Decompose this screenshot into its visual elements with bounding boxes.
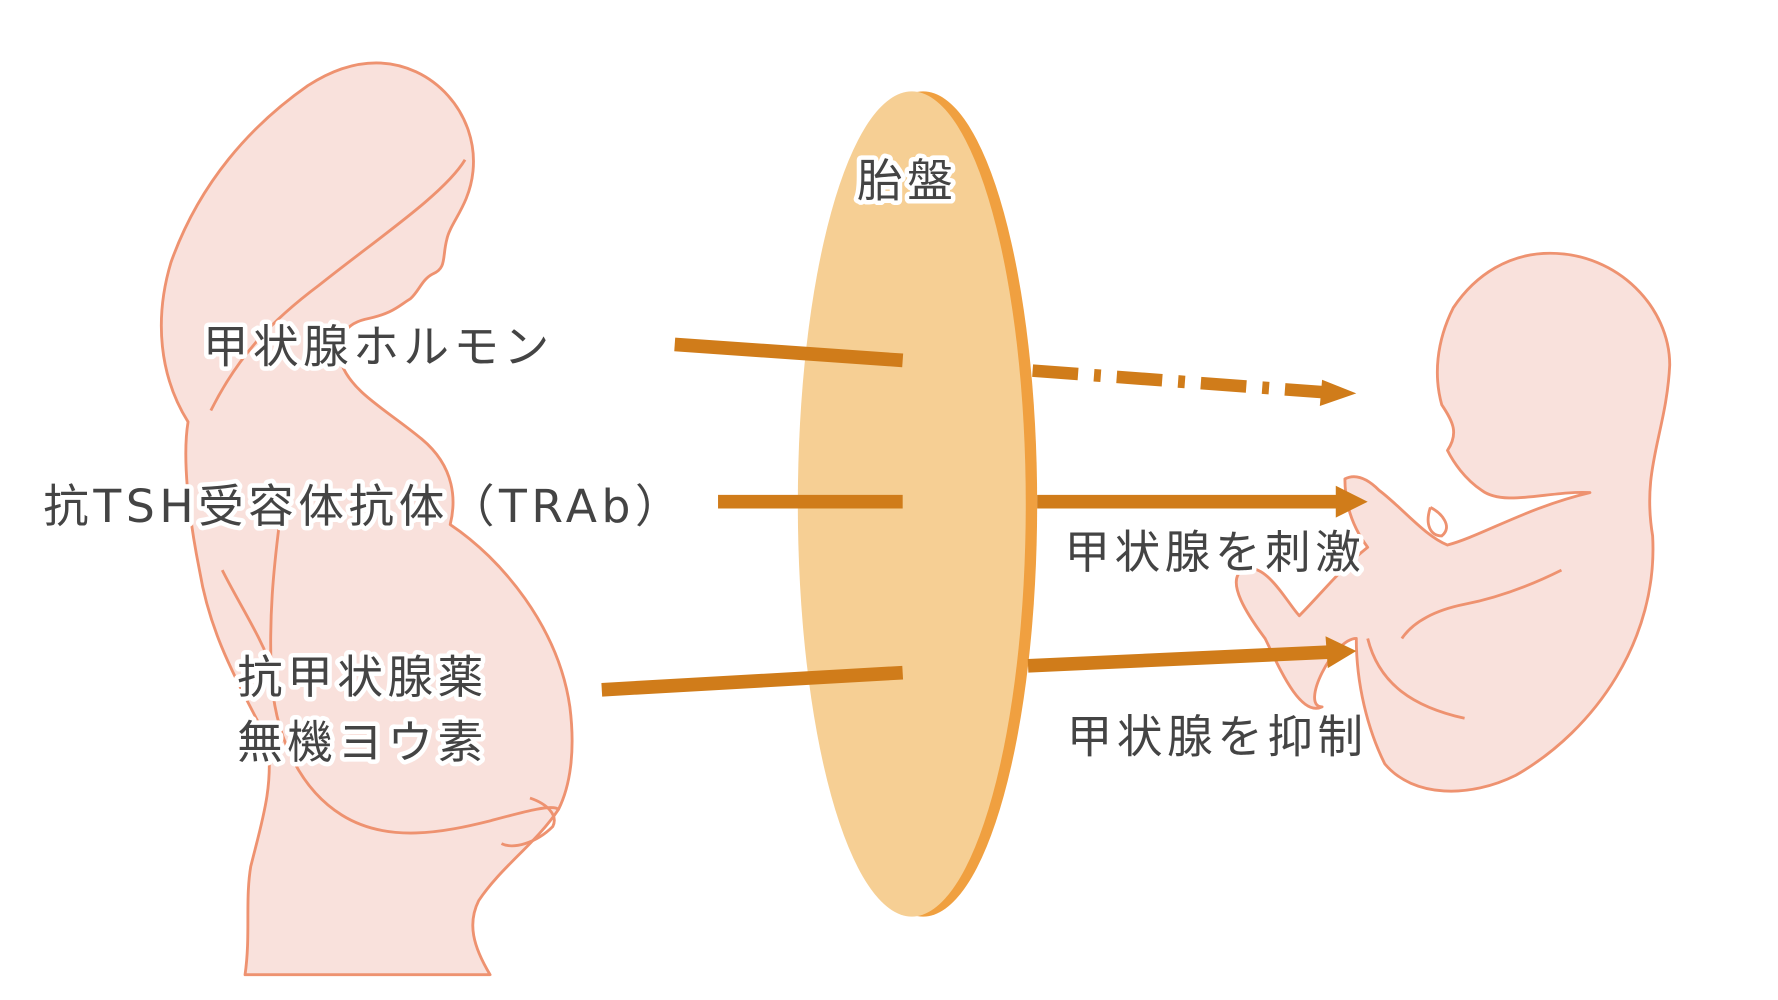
thyroid-hormone-label: 甲状腺ホルモン [203, 321, 554, 374]
trab-arrow-out [1037, 485, 1368, 518]
placenta-label: 胎盤 [857, 154, 957, 207]
inorganic-iodine-label: 無機ヨウ素 [237, 716, 488, 769]
antithyroid-arrow-out [1027, 636, 1357, 673]
stimulate-thyroid-label: 甲状腺を刺激 [1065, 526, 1366, 579]
fetus-illustration [1235, 251, 1672, 793]
antithyroid-arrow-in [601, 665, 904, 697]
pregnant-woman-illustration [159, 61, 574, 977]
suppress-thyroid-label: 甲状腺を抑制 [1067, 710, 1368, 763]
thyroid-hormone-dashed-arrow [1032, 364, 1357, 406]
thyroid-hormone-arrow-in [674, 337, 904, 368]
arrows [601, 337, 1368, 697]
antithyroid-drug-label: 抗甲状腺薬 [237, 651, 488, 704]
placenta: 胎盤 [797, 91, 1038, 917]
trab-label: 抗TSH受容体抗体（TRAb） [43, 480, 685, 533]
